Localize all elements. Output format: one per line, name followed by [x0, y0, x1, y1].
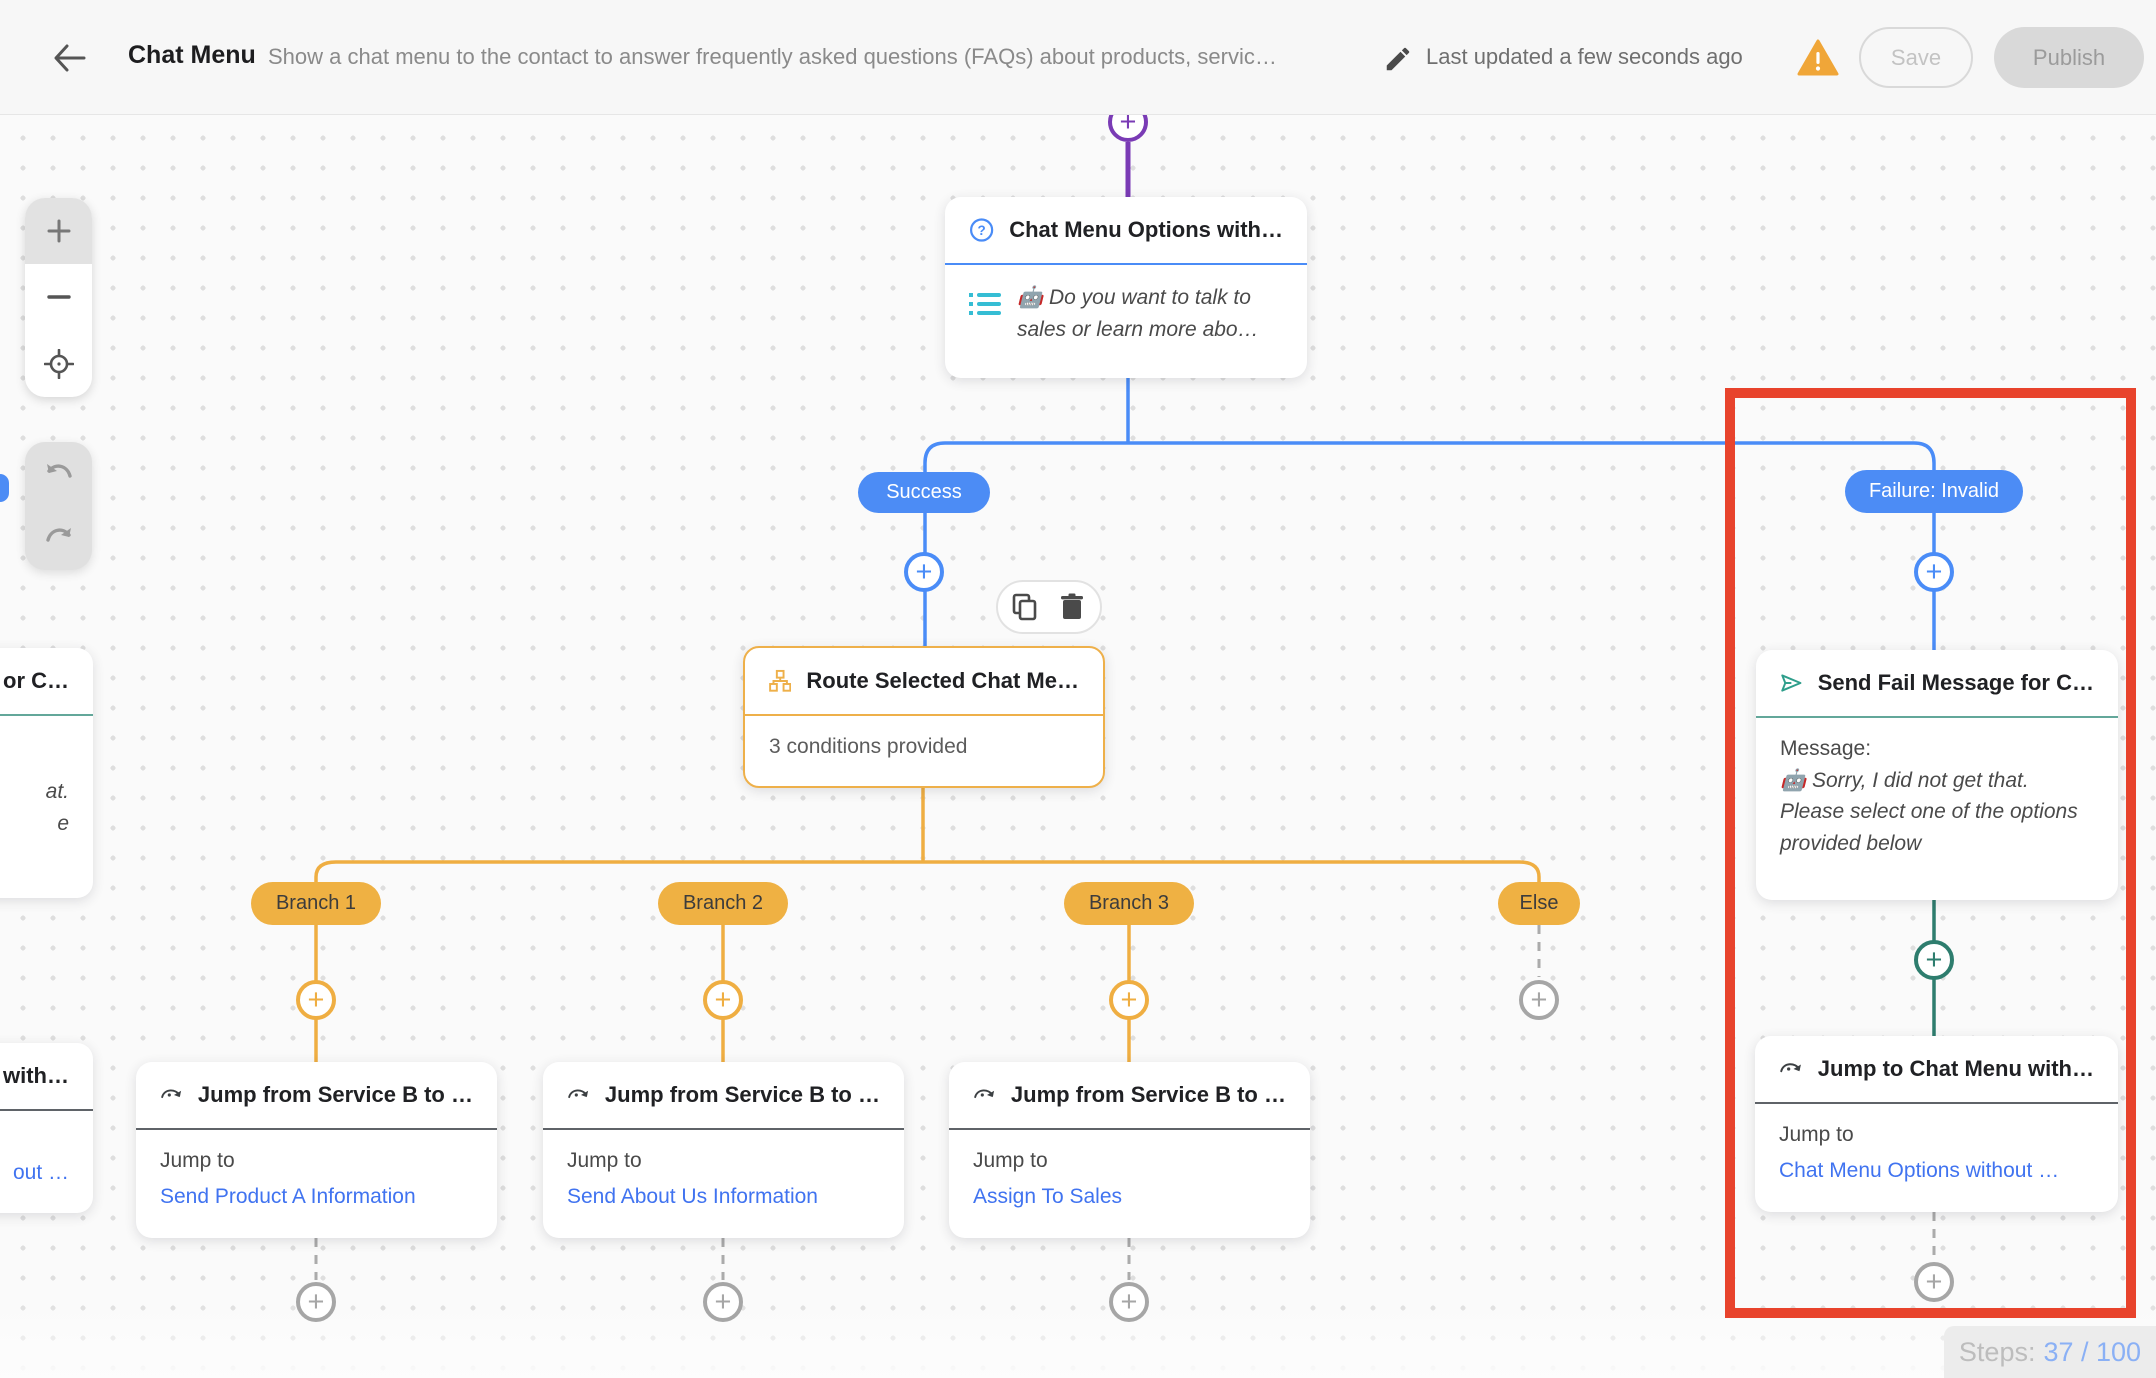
- branch-badge-failure: Failure: Invalid: [1845, 470, 2023, 513]
- warning-icon: [1797, 38, 1839, 78]
- add-step-button-after-jump2[interactable]: +: [703, 1282, 743, 1322]
- jump-icon: [1780, 1063, 1801, 1073]
- list-icon: [969, 293, 1001, 315]
- jump-to-label: Jump to: [1779, 1123, 1854, 1146]
- add-step-button-after-jump1[interactable]: +: [296, 1282, 336, 1322]
- workflow-title: Chat Menu: [128, 41, 256, 69]
- back-arrow-icon: [54, 44, 86, 72]
- jump-target-link[interactable]: Send About Us Information: [567, 1184, 818, 1208]
- add-step-button-success[interactable]: +: [904, 552, 944, 592]
- add-step-button-after-jump3[interactable]: +: [1109, 1282, 1149, 1322]
- branch-badge-3: Branch 3: [1064, 882, 1194, 925]
- workflow-description: Show a chat menu to the contact to answe…: [268, 44, 1277, 69]
- history-controls: [25, 442, 92, 570]
- question-circle-icon: ?: [970, 218, 994, 242]
- jump-icon: [974, 1089, 995, 1099]
- jump-target-link[interactable]: Assign To Sales: [973, 1184, 1123, 1208]
- redo-icon: [45, 528, 71, 542]
- node-title: Jump from Service B to …: [604, 1082, 880, 1107]
- zoom-controls: [25, 198, 92, 397]
- add-step-button-after-jump-menu[interactable]: +: [1914, 1262, 1954, 1302]
- offscreen-badge-stub: [0, 474, 9, 502]
- branch-badge-else: Else: [1498, 882, 1580, 925]
- jump-target-link[interactable]: Send Product A Information: [160, 1184, 416, 1208]
- node-toolbar: [996, 580, 1102, 634]
- node-summary: 3 conditions provided: [769, 735, 968, 758]
- node-message-preview: 🤖 Do you want to talk to sales or learn …: [1017, 286, 1259, 341]
- branch-icon: [769, 669, 792, 692]
- jump-to-label: Jump to: [160, 1149, 235, 1172]
- undo-button[interactable]: [25, 442, 92, 506]
- node-route-selected[interactable]: Route Selected Chat Me… 3 conditions pro…: [743, 646, 1105, 788]
- message-fragment: at.: [45, 780, 69, 803]
- jump-target-link[interactable]: Chat Menu Options without …: [1779, 1158, 2060, 1182]
- node-send-fail-message[interactable]: Send Fail Message for C… Message: 🤖 Sorr…: [1756, 650, 2118, 900]
- branch-badge-1: Branch 1: [251, 882, 381, 925]
- node-partial-jump[interactable]: with… out …: [0, 1043, 93, 1213]
- undo-icon: [46, 464, 72, 478]
- jump-to-label: Jump to: [567, 1149, 642, 1172]
- message-label: Message:: [1780, 737, 1872, 760]
- add-step-button-branch3[interactable]: +: [1109, 980, 1149, 1020]
- publish-button[interactable]: Publish: [1994, 27, 2144, 88]
- copy-icon: [1012, 593, 1037, 621]
- node-chat-menu-options[interactable]: ? Chat Menu Options with… 🤖 Do you want …: [945, 197, 1307, 378]
- node-title: Chat Menu Options with…: [1009, 217, 1283, 242]
- edit-pencil-icon[interactable]: [1383, 44, 1413, 74]
- last-updated-text: Last updated a few seconds ago: [1426, 44, 1743, 69]
- node-title: Jump to Chat Menu with…: [1817, 1056, 2094, 1081]
- node-jump-3[interactable]: Jump from Service B to … Jump to Assign …: [949, 1062, 1310, 1238]
- zoom-in-button[interactable]: [25, 198, 92, 265]
- jump-to-label: Jump to: [973, 1149, 1048, 1172]
- svg-text:?: ?: [978, 223, 986, 238]
- node-title: Jump from Service B to …: [1010, 1082, 1286, 1107]
- send-icon: [1781, 674, 1802, 692]
- node-jump-to-chat-menu[interactable]: Jump to Chat Menu with… Jump to Chat Men…: [1755, 1036, 2118, 1212]
- add-step-button-branch2[interactable]: +: [703, 980, 743, 1020]
- add-step-button-failure[interactable]: +: [1914, 552, 1954, 592]
- add-step-button-else[interactable]: +: [1519, 980, 1559, 1020]
- node-jump-1[interactable]: Jump from Service B to … Jump to Send Pr…: [136, 1062, 497, 1238]
- plus-icon: [47, 219, 70, 243]
- node-title: with…: [3, 1063, 69, 1088]
- steps-counter: Steps: 37 / 100: [1944, 1326, 2156, 1378]
- node-message-preview: 🤖 Sorry, I did not get that. Please sele…: [1780, 768, 2078, 855]
- branch-badge-success: Success: [858, 472, 990, 513]
- add-step-button-after-fail-message[interactable]: +: [1914, 940, 1954, 980]
- jump-icon: [161, 1089, 182, 1099]
- node-title: or C…: [3, 668, 69, 693]
- steps-label: Steps:: [1958, 1336, 2036, 1367]
- top-bar: Chat Menu Show a chat menu to the contac…: [0, 0, 2156, 115]
- jump-target-link[interactable]: out …: [12, 1161, 69, 1184]
- node-title: Send Fail Message for C…: [1817, 670, 2094, 695]
- redo-button[interactable]: [25, 506, 92, 570]
- node-title: Jump from Service B to …: [197, 1082, 473, 1107]
- jump-icon: [568, 1089, 589, 1099]
- back-button[interactable]: [44, 33, 94, 83]
- delete-button[interactable]: [1060, 593, 1086, 621]
- node-partial-send-fail[interactable]: or C… at. e: [0, 648, 93, 898]
- steps-value: 37 / 100: [2043, 1336, 2142, 1367]
- node-title: Route Selected Chat Me…: [806, 668, 1079, 693]
- center-view-button[interactable]: [25, 331, 92, 397]
- trash-icon: [1061, 593, 1083, 619]
- copy-button[interactable]: [1012, 593, 1038, 621]
- branch-badge-2: Branch 2: [658, 882, 788, 925]
- save-button[interactable]: Save: [1859, 27, 1973, 88]
- message-fragment: e: [57, 811, 69, 835]
- node-jump-2[interactable]: Jump from Service B to … Jump to Send Ab…: [543, 1062, 904, 1238]
- minus-icon: [46, 295, 71, 300]
- add-step-button-branch1[interactable]: +: [296, 980, 336, 1020]
- highlight-rectangle: [1725, 388, 2136, 1318]
- zoom-out-button[interactable]: [25, 264, 92, 330]
- crosshair-icon: [43, 348, 74, 379]
